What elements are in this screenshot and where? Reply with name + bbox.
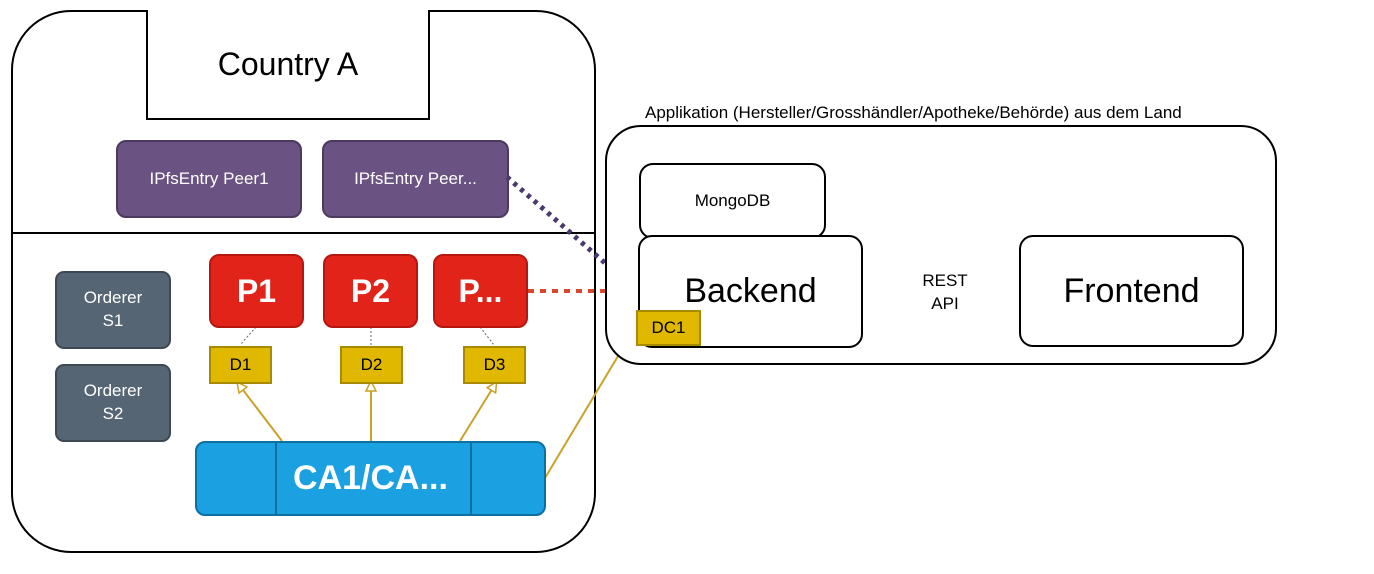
ca-divider-left [275,443,277,514]
country-title: Country A [146,10,430,120]
orderer-s2-line2: S2 [102,404,124,423]
rest-api-line2: API [931,294,959,313]
frontend-node[interactable]: Frontend [1019,235,1244,347]
data-box-d3[interactable]: D3 [463,346,526,384]
data-box-d1[interactable]: D1 [209,346,272,384]
orderer-s2-line1: Orderer [83,381,143,401]
ca-node[interactable]: CA1/CA... [195,441,546,516]
ca-divider-right [470,443,472,514]
peer-p2[interactable]: P2 [323,254,418,328]
rest-api-label: REST API [905,265,985,321]
data-box-d2[interactable]: D2 [340,346,403,384]
ipfs-peer-1[interactable]: IPfsEntry Peer1 [116,140,302,218]
ipfs-peer-more[interactable]: IPfsEntry Peer... [322,140,509,218]
country-divider [11,232,596,234]
application-label: Applikation (Hersteller/Grosshändler/Apo… [645,103,1182,122]
peer-p1[interactable]: P1 [209,254,304,328]
rest-api-line1: REST [922,271,968,291]
orderer-s2[interactable]: Orderer S2 [55,364,171,442]
orderer-s1[interactable]: Orderer S1 [55,271,171,349]
data-box-dc1[interactable]: DC1 [636,310,701,346]
orderer-s1-line1: Orderer [83,288,143,308]
peer-p-more[interactable]: P... [433,254,528,328]
orderer-s1-line2: S1 [102,311,124,330]
mongodb-node[interactable]: MongoDB [639,163,826,239]
